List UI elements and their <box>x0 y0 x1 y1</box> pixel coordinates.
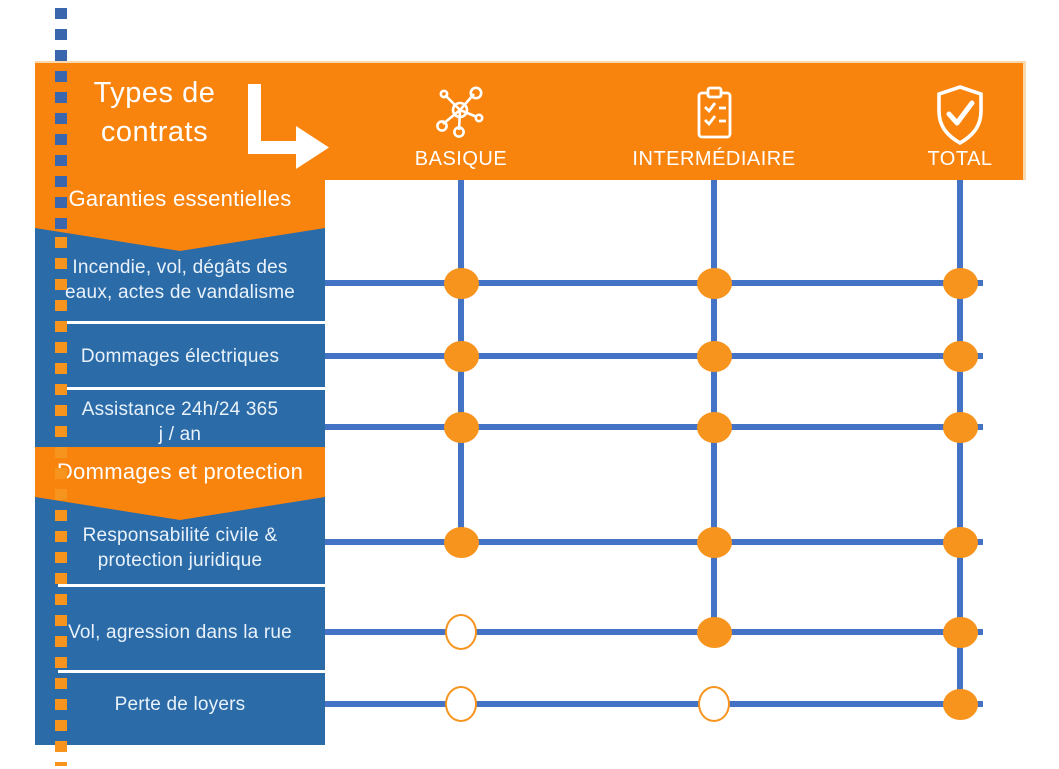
coverage-dot-empty <box>445 614 477 650</box>
coverage-dot-filled <box>943 617 978 648</box>
row-label-line: eaux, actes de vandalisme <box>65 282 295 303</box>
row-line <box>321 539 983 545</box>
coverage-dot-filled <box>444 412 479 443</box>
coverage-dot-filled <box>697 268 732 299</box>
column-label: TOTAL <box>927 148 993 170</box>
row-line <box>321 353 983 359</box>
row-label-line: Vol, agression dans la rue <box>68 622 292 643</box>
coverage-dot-filled <box>943 341 978 372</box>
row-label-line: Dommages électriques <box>80 346 280 367</box>
page-title-line2: contrats <box>100 116 209 148</box>
coverage-dot-filled <box>697 527 732 558</box>
coverage-dot-filled <box>444 527 479 558</box>
column-line-intermediaire <box>711 180 717 636</box>
row-label-line: Perte de loyers <box>114 694 246 715</box>
row-label-vol-agression-dans-la-rue: Vol, agression dans la rue <box>40 620 320 645</box>
row-divider <box>58 584 325 587</box>
coverage-dot-filled <box>943 412 978 443</box>
banner-left-extension <box>35 180 325 228</box>
coverage-dot-filled <box>697 617 732 648</box>
row-label-incendie-vol-degats-des-eaux-a: Incendie, vol, dégâts des eaux, actes de … <box>40 255 320 305</box>
row-line <box>321 701 983 707</box>
row-label-line: Responsabilité civile & <box>82 525 278 546</box>
row-label-line: Incendie, vol, dégâts des <box>72 257 288 278</box>
row-label-dommages-electriques: Dommages électriques <box>40 344 320 369</box>
row-label-line: Assistance 24h/24 365 <box>81 399 279 420</box>
coverage-dot-filled <box>697 341 732 372</box>
dashed-line-orange-segment <box>55 237 67 766</box>
row-line <box>321 424 983 430</box>
l-shaped-arrow-icon <box>245 84 329 179</box>
coverage-dot-empty <box>698 686 730 722</box>
checklist-clipboard-icon <box>584 84 844 148</box>
row-label-line: protection juridique <box>97 550 263 571</box>
coverage-dot-filled <box>943 268 978 299</box>
top-banner <box>35 61 1026 180</box>
row-line <box>321 629 983 635</box>
coverage-dot-filled <box>697 412 732 443</box>
shield-check-icon <box>830 84 1059 148</box>
column-label: INTERMÉDIAIRE <box>632 148 796 170</box>
column-header-total: TOTAL <box>830 84 1059 171</box>
coverage-dot-filled <box>943 527 978 558</box>
coverage-dot-filled <box>943 689 978 720</box>
dashed-line-blue-segment <box>55 8 67 237</box>
coverage-dot-filled <box>444 268 479 299</box>
column-header-intermediaire: INTERMÉDIAIRE <box>584 84 844 171</box>
row-divider <box>58 670 325 673</box>
network-hub-icon <box>331 84 591 148</box>
row-divider <box>58 321 325 324</box>
section-banner-dommages <box>35 447 325 497</box>
row-label-assistance-24h-24-365-j-an: Assistance 24h/24 365 j / an <box>40 397 320 447</box>
row-label-line: j / an <box>158 424 202 445</box>
section-header-dommages-et-protection: Dommages et protection <box>56 459 304 484</box>
section-header-garanties-essentielles: Garanties essentielles <box>68 186 292 211</box>
coverage-dot-filled <box>444 341 479 372</box>
column-label: BASIQUE <box>414 148 508 170</box>
sidebar-panel-section-2 <box>35 497 325 745</box>
row-label-perte-de-loyers: Perte de loyers <box>40 692 320 717</box>
coverage-dot-empty <box>445 686 477 722</box>
row-label-responsabilite-civile-protecti: Responsabilité civile & protection juridi… <box>40 523 320 573</box>
row-line <box>321 280 983 286</box>
column-line-total <box>957 180 963 708</box>
column-header-basique: BASIQUE <box>331 84 591 171</box>
sidebar-panel-section-1 <box>35 228 325 447</box>
row-divider <box>58 387 325 390</box>
page-title-line1: Types de <box>93 77 216 109</box>
page-title: Types de contrats <box>42 74 267 152</box>
